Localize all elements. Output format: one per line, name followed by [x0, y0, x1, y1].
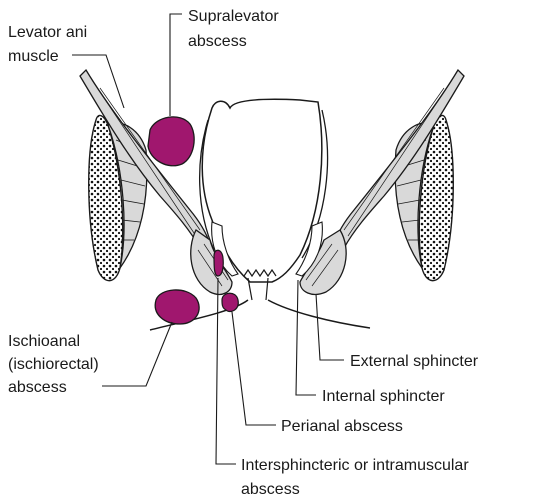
label-external-sphincter: External sphincter [350, 353, 479, 370]
leader-ischioanal [102, 322, 172, 386]
supralevator-abscess [148, 117, 194, 166]
perianal-abscess [222, 293, 238, 311]
leader-external [316, 294, 344, 360]
label-supralevator: Supralevator abscess [188, 8, 283, 50]
leader-internal [296, 280, 316, 395]
leader-perianal [232, 312, 276, 425]
label-perianal: Perianal abscess [281, 418, 403, 435]
intersphincteric-abscess [214, 250, 223, 276]
label-levator-ani: Levator ani muscle [8, 24, 92, 65]
ischioanal-abscess [155, 290, 199, 324]
label-ischioanal: Ischioanal (ischiorectal) abscess [8, 333, 103, 396]
leader-supralevator [170, 14, 182, 116]
label-internal-sphincter: Internal sphincter [322, 388, 445, 405]
label-intersphincteric: Intersphincteric or intramuscular absces… [241, 457, 473, 498]
